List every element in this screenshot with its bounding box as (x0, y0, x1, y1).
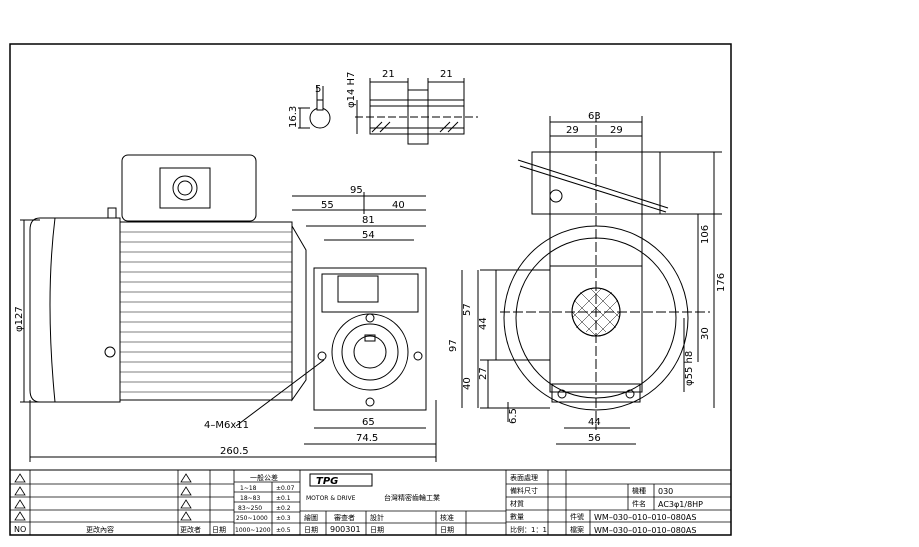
label-partno: 件號 (570, 512, 584, 521)
company-logo: TPG (309, 473, 373, 487)
label-drafting: 繪圖 (304, 513, 318, 522)
dim-97: 97 (448, 339, 459, 352)
dim-106: 106 (700, 225, 711, 244)
revision-triangles (14, 473, 192, 521)
dim-54: 54 (362, 230, 375, 241)
date-value: 900301 (330, 525, 361, 534)
shaft-detail (298, 78, 478, 145)
tol-range-5: 1000~1200 (235, 527, 271, 534)
dim-motor-diameter: φ127 (14, 306, 25, 332)
company-brand: MOTOR & DRIVE (306, 495, 356, 502)
dim-shaft-right: 21 (440, 69, 453, 80)
tol-value-5: ±0.5 (276, 527, 291, 534)
file-value: WM–030–010–010–080AS (594, 526, 696, 535)
company-name: 台灣精密齒輪工業 (384, 493, 440, 502)
col-change-content: 更改內容 (86, 525, 114, 534)
label-file: 檔案 (570, 525, 584, 534)
dim-27: 27 (478, 367, 489, 380)
dim-260-5: 260.5 (220, 446, 249, 457)
dim-bolt: 4–M6x11 (204, 420, 249, 431)
dim-shaft-diameter: φ14 H7 (346, 72, 357, 108)
dim-44-v: 44 (478, 317, 489, 330)
tolerance-title: 一般公差 (250, 473, 278, 482)
partno-value: WM–030–010–010–080AS (594, 513, 696, 522)
label-date-1: 日期 (304, 526, 318, 534)
col-changed-by: 更改者 (180, 525, 201, 534)
label-approval: 核准 (440, 513, 454, 522)
dim-29-right: 29 (610, 125, 623, 136)
col-no: NO (14, 525, 26, 534)
motor-side-view (20, 154, 437, 462)
tol-range-3: 83~250 (238, 505, 262, 512)
label-surface: 表面處理 (510, 473, 538, 482)
part-value: AC3φ1/8HP (658, 500, 703, 509)
sheet-border (9, 43, 732, 536)
dim-6-5: 6.5 (508, 408, 519, 424)
dim-81: 81 (362, 215, 375, 226)
dim-55-h8: φ55 h8 (684, 351, 695, 386)
tol-value-3: ±0.2 (276, 505, 291, 512)
gearbox-end-view (461, 112, 722, 445)
tol-range-1: 1~18 (240, 485, 257, 492)
dim-65: 65 (362, 417, 375, 428)
tol-value-2: ±0.1 (276, 495, 291, 502)
label-design: 設計 (370, 513, 384, 522)
dim-57: 57 (462, 303, 473, 316)
dim-40-v: 40 (462, 377, 473, 390)
dim-shaft-left: 21 (382, 69, 395, 80)
tol-range-2: 18~83 (240, 495, 260, 502)
dim-30: 30 (700, 327, 711, 340)
tol-range-4: 250~1000 (236, 515, 268, 522)
label-material: 材質 (510, 499, 524, 508)
dim-55: 55 (321, 200, 334, 211)
tol-value-4: ±0.3 (276, 515, 291, 522)
title-block-grid (10, 470, 731, 535)
dim-29-left: 29 (566, 125, 579, 136)
dim-56: 56 (588, 433, 601, 444)
col-date: 日期 (212, 526, 226, 534)
model-value: 030 (658, 487, 673, 496)
dim-176: 176 (716, 273, 727, 292)
label-checker: 審查者 (334, 513, 355, 522)
dim-95: 95 (350, 185, 363, 196)
label-part: 件名 (632, 499, 646, 508)
label-quantity: 數量 (510, 512, 524, 521)
label-material-size: 備料尺寸 (510, 486, 538, 495)
label-scale: 比例：1：1 (510, 525, 547, 534)
svg-text:TPG: TPG (316, 476, 338, 487)
label-date-2: 日期 (370, 526, 384, 534)
dim-74-5: 74.5 (356, 433, 378, 444)
dim-key-height: 16.3 (288, 106, 299, 128)
dim-63: 63 (588, 111, 601, 122)
label-date-3: 日期 (440, 526, 454, 534)
tol-value-1: ±0.07 (276, 485, 295, 492)
label-model: 機種 (632, 486, 646, 495)
dim-44-h: 44 (588, 417, 601, 428)
dim-key-width: 5 (315, 84, 321, 95)
dim-40: 40 (392, 200, 405, 211)
